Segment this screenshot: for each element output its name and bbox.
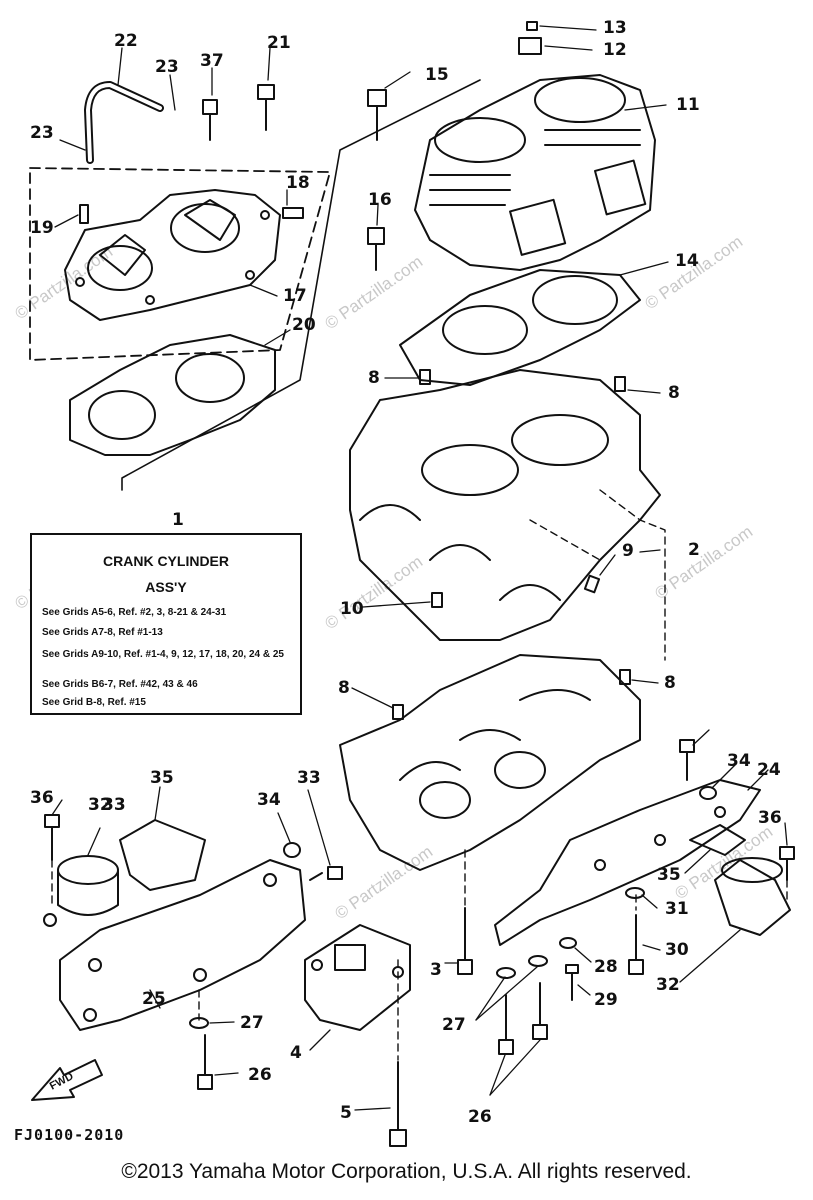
callout-number: 25 — [142, 989, 166, 1009]
info-box-line: See Grid B-8, Ref. #15 — [42, 697, 146, 708]
callout-number: 18 — [286, 173, 310, 193]
callout-number: 33 — [102, 795, 126, 815]
callout-number: 36 — [758, 808, 782, 828]
head-gasket-part — [69, 334, 276, 456]
rubber-damper-part — [714, 857, 791, 936]
mount-block-part — [304, 924, 411, 1031]
callout-number: 29 — [594, 990, 618, 1010]
callout-number: 8 — [668, 383, 680, 403]
callout-number: 21 — [267, 33, 291, 53]
info-box-line: See Grids A7-8, Ref #1-13 — [42, 627, 163, 638]
callout-number: 27 — [442, 1015, 466, 1035]
watermark: © Partzilla.com — [671, 822, 776, 903]
callout-number: 37 — [200, 51, 224, 71]
lower-crankcase-part — [339, 654, 641, 871]
info-box: CRANK CYLINDER ASS'Y See Grids A5-6, Ref… — [30, 533, 302, 715]
watermark: © Partzilla.com — [641, 232, 746, 313]
callout-number: 28 — [594, 957, 618, 977]
info-box-line: See Grids A5-6, Ref. #2, 3, 8-21 & 24-31 — [42, 607, 227, 618]
callout-number: 9 — [622, 541, 634, 561]
watermark: © Partzilla.com — [331, 842, 436, 923]
callout-number: 34 — [257, 790, 281, 810]
callout-number: 35 — [657, 865, 681, 885]
callout-number: 22 — [114, 31, 138, 51]
bolt-part — [197, 907, 644, 1147]
bolt-part — [367, 21, 542, 271]
callout-number: 26 — [248, 1065, 272, 1085]
callout-number: 26 — [468, 1107, 492, 1127]
info-box-line: See Grids A9-10, Ref. #1-4, 9, 12, 17, 1… — [42, 649, 284, 660]
callout-number: 5 — [340, 1103, 352, 1123]
callout-number: 2 — [688, 540, 700, 560]
engine-mount-bracket-part — [59, 859, 306, 1031]
leader-lines — [51, 25, 788, 1111]
callout-number: 13 — [603, 18, 627, 38]
callout-number: 8 — [368, 368, 380, 388]
info-box-title: CRANK CYLINDER — [103, 553, 229, 569]
info-box-subtitle: ASS'Y — [145, 579, 187, 595]
watermark: © Partzilla.com — [321, 252, 426, 333]
upper-crankcase-part — [349, 369, 666, 661]
info-box-line: See Grids B6-7, Ref. #42, 43 & 46 — [42, 679, 198, 690]
bolt-part — [79, 84, 304, 224]
callout-number: 31 — [665, 899, 689, 919]
callout-number: 10 — [340, 599, 364, 619]
callout-number: 4 — [290, 1043, 302, 1063]
callout-number: 1 — [172, 510, 184, 530]
callout-number: 11 — [676, 95, 700, 115]
callout-number: 32 — [88, 795, 112, 815]
bracket-part — [689, 824, 746, 856]
cylinder-head-cover-part — [64, 189, 281, 321]
callout-number: 35 — [150, 768, 174, 788]
callout-number: 12 — [603, 40, 627, 60]
callout-number: 30 — [665, 940, 689, 960]
rubber-damper-part — [43, 855, 119, 927]
engine-mount-bracket-part — [494, 779, 761, 946]
callout-number: 20 — [292, 315, 316, 335]
callout-number: 23 — [30, 123, 54, 143]
callout-number: 19 — [30, 218, 54, 238]
callout-number: 23 — [155, 57, 179, 77]
bracket-part — [119, 819, 206, 891]
washer-part — [189, 786, 717, 1029]
callout-number: 32 — [656, 975, 680, 995]
callout-number: 24 — [757, 760, 781, 780]
callout-number: 33 — [297, 768, 321, 788]
copyright-notice: ©2013 Yamaha Motor Corporation, U.S.A. A… — [121, 1160, 692, 1183]
watermark: © Partzilla.com — [651, 522, 756, 603]
watermark: © Partzilla.com — [321, 552, 426, 633]
callout-number: 8 — [664, 673, 676, 693]
callout-number: 34 — [727, 751, 751, 771]
callout-number: 8 — [338, 678, 350, 698]
hose-part — [84, 81, 164, 164]
callout-number: 16 — [368, 190, 392, 210]
base-gasket-part — [399, 269, 641, 386]
callout-number: 3 — [430, 960, 442, 980]
bolt-part — [44, 739, 795, 881]
forward-arrow-icon — [31, 1059, 103, 1101]
callout-number: 15 — [425, 65, 449, 85]
dashed-group-outline — [29, 167, 331, 361]
callout-number: 14 — [675, 251, 699, 271]
callout-number: 17 — [283, 286, 307, 306]
diagram-code: FJ0100-2010 — [14, 1126, 125, 1144]
callout-number: 27 — [240, 1013, 264, 1033]
cylinder-block-part — [414, 74, 656, 271]
callout-number: 36 — [30, 788, 54, 808]
